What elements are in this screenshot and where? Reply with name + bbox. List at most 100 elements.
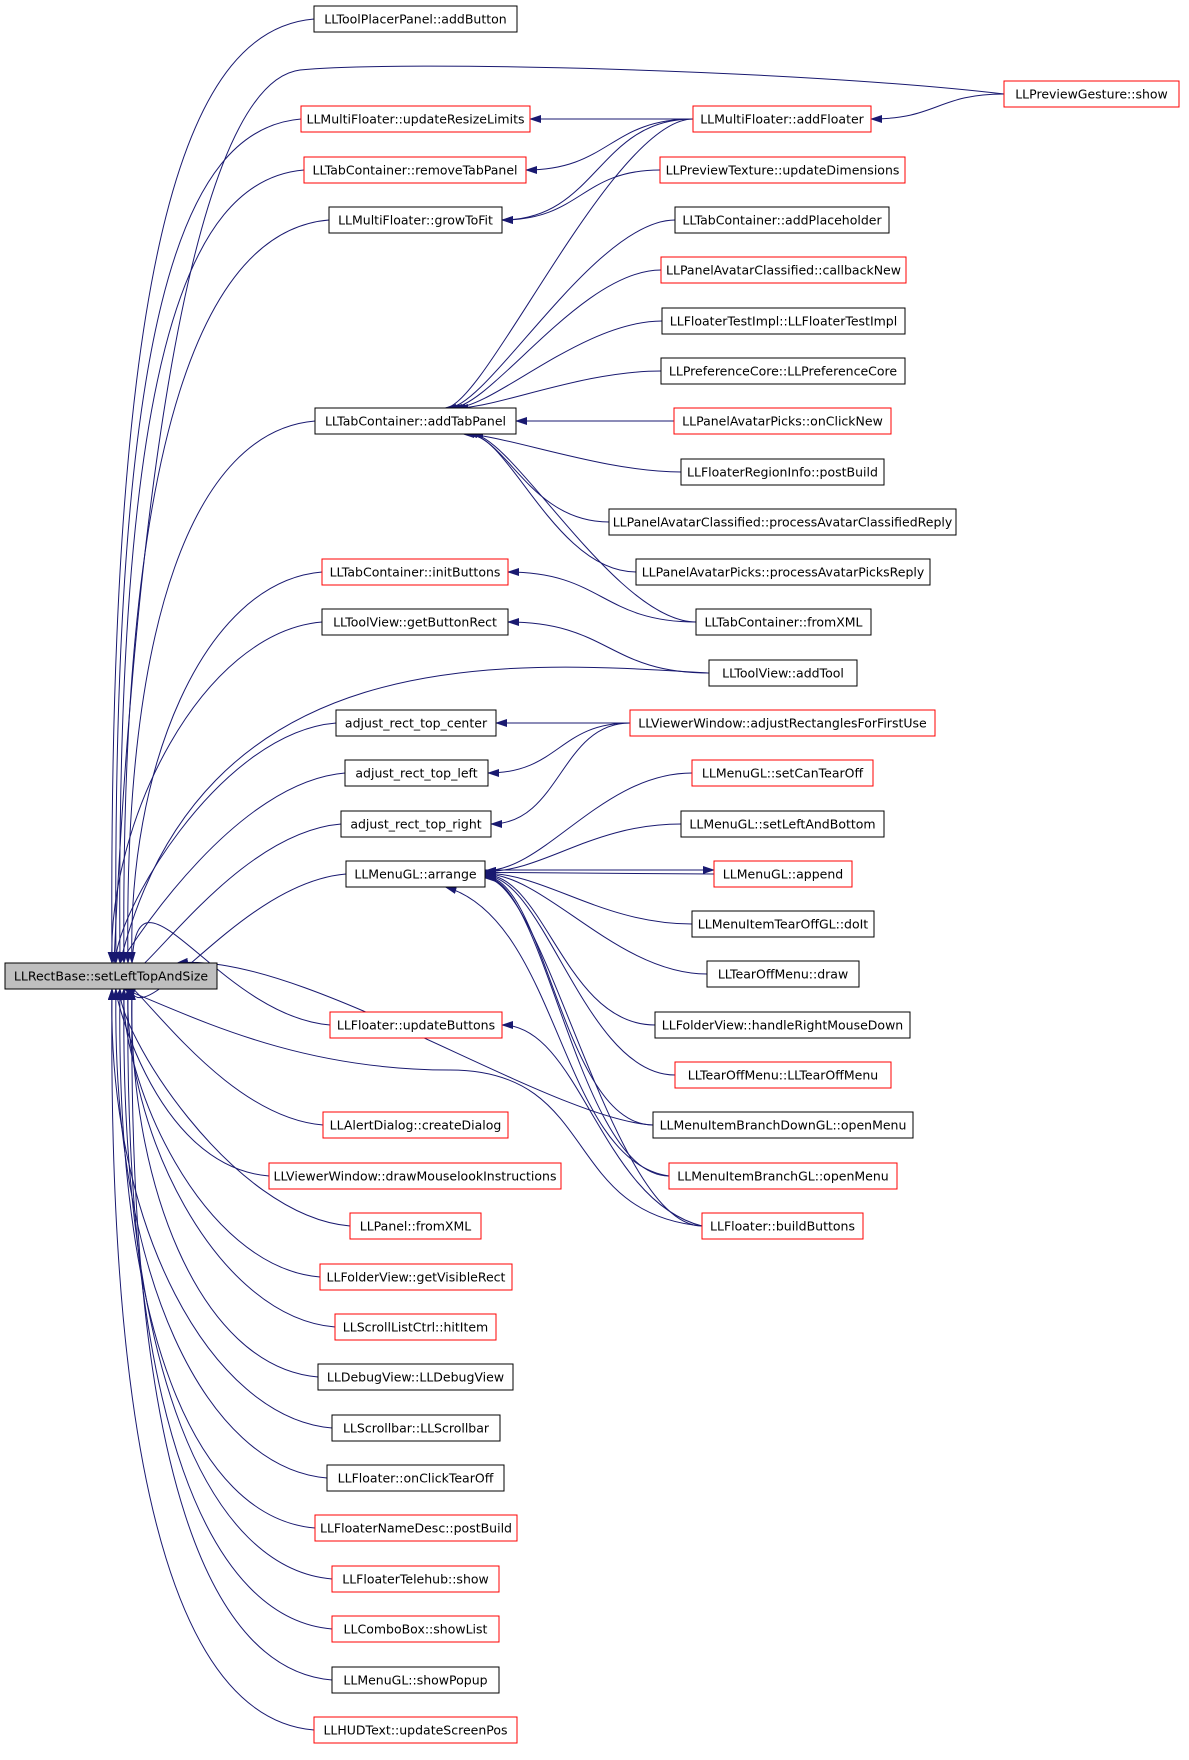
node-label: LLViewerWindow::drawMouselookInstruction… bbox=[273, 1169, 556, 1184]
node-box bbox=[706, 960, 860, 988]
node-tc-fromxml[interactable]: LLTabContainer::fromXML bbox=[695, 608, 872, 636]
edge-fv_getvisible-to-root bbox=[119, 988, 321, 1278]
node-panel-fromxml[interactable]: LLPanel::fromXML bbox=[349, 1212, 482, 1240]
node-tc-addtab[interactable]: LLTabContainer::addTabPanel bbox=[314, 407, 517, 435]
node-mf-growtofit[interactable]: LLMultiFloater::growToFit bbox=[328, 206, 503, 234]
node-menu-setleftbottom[interactable]: LLMenuGL::setLeftAndBottom bbox=[680, 810, 885, 838]
node-label: LLToolPlacerPanel::addButton bbox=[324, 12, 506, 27]
node-slc-hititem[interactable]: LLScrollListCtrl::hitItem bbox=[334, 1313, 497, 1341]
node-box bbox=[319, 1263, 513, 1291]
node-fl-buildbuttons[interactable]: LLFloater::buildButtons bbox=[701, 1212, 864, 1240]
node-mito-doit[interactable]: LLMenuItemTearOffGL::doIt bbox=[691, 910, 875, 938]
edge-tc_fromxml-to-tc_initbuttons bbox=[507, 568, 697, 623]
node-root[interactable]: LLRectBase::setLeftTopAndSize bbox=[4, 962, 218, 990]
node-label: LLPanelAvatarPicks::onClickNew bbox=[682, 414, 883, 429]
node-vw-drawmouselook[interactable]: LLViewerWindow::drawMouselookInstruction… bbox=[268, 1162, 562, 1190]
node-menu-append[interactable]: LLMenuGL::append bbox=[713, 860, 853, 888]
edge-dv_ctor-to-root bbox=[127, 988, 319, 1378]
node-tc-addplaceholder[interactable]: LLTabContainer::addPlaceholder bbox=[674, 206, 890, 234]
node-box bbox=[691, 759, 874, 787]
edge-adj_center-to-root bbox=[110, 722, 337, 964]
edge-pac_callbacknew-to-addtab bbox=[450, 269, 662, 412]
node-fti-ctor[interactable]: LLFloaterTestImpl::LLFloaterTestImpl bbox=[661, 307, 906, 335]
node-pg-show[interactable]: LLPreviewGesture::show bbox=[1003, 80, 1180, 108]
node-box bbox=[303, 156, 527, 184]
node-pt-updatedim[interactable]: LLPreviewTexture::updateDimensions bbox=[659, 156, 906, 184]
node-menu-showpopup[interactable]: LLMenuGL::showPopup bbox=[331, 1666, 500, 1694]
node-tc-initbuttons[interactable]: LLTabContainer::initButtons bbox=[321, 558, 509, 586]
node-sb-ctor[interactable]: LLScrollbar::LLScrollbar bbox=[331, 1414, 501, 1442]
node-box bbox=[660, 256, 907, 284]
node-cb-showlist[interactable]: LLComboBox::showList bbox=[331, 1615, 500, 1643]
node-box bbox=[674, 206, 890, 234]
node-pap-onclicknew[interactable]: LLPanelAvatarPicks::onClickNew bbox=[673, 407, 892, 435]
node-box bbox=[660, 357, 906, 385]
edge-tc_addplaceholder-to-addtab bbox=[447, 219, 676, 412]
node-toolplacer-addbutton[interactable]: LLToolPlacerPanel::addButton bbox=[313, 5, 518, 33]
edge-fth_show-to-root bbox=[119, 988, 333, 1580]
node-pc-ctor[interactable]: LLPreferenceCore::LLPreferenceCore bbox=[660, 357, 906, 385]
node-menu-setcantearoff[interactable]: LLMenuGL::setCanTearOff bbox=[691, 759, 874, 787]
node-adj-right[interactable]: adjust_rect_top_right bbox=[340, 810, 492, 838]
node-mf-updateresize[interactable]: LLMultiFloater::updateResizeLimits bbox=[300, 105, 531, 133]
node-mib-openmenu[interactable]: LLMenuItemBranchGL::openMenu bbox=[668, 1162, 898, 1190]
node-box bbox=[713, 860, 853, 888]
node-label: LLMenuGL::showPopup bbox=[343, 1673, 487, 1688]
node-box bbox=[329, 1011, 503, 1039]
node-tc-removetab[interactable]: LLTabContainer::removeTabPanel bbox=[303, 156, 527, 184]
node-box bbox=[314, 1514, 518, 1542]
node-label: adjust_rect_top_left bbox=[355, 766, 477, 781]
node-fv-getvisible[interactable]: LLFolderView::getVisibleRect bbox=[319, 1263, 513, 1291]
edge-adj_right-to-root bbox=[119, 823, 342, 976]
node-menu-arrange[interactable]: LLMenuGL::arrange bbox=[345, 860, 486, 888]
node-tv-getbuttonrect[interactable]: LLToolView::getButtonRect bbox=[321, 608, 509, 636]
node-label: LLPreviewGesture::show bbox=[1015, 87, 1168, 102]
node-fri-postbuild[interactable]: LLFloaterRegionInfo::postBuild bbox=[680, 458, 885, 486]
node-alert-create[interactable]: LLAlertDialog::createDialog bbox=[322, 1111, 509, 1139]
node-label: LLRectBase::setLeftTopAndSize bbox=[14, 969, 208, 984]
node-tom-draw[interactable]: LLTearOffMenu::draw bbox=[706, 960, 860, 988]
edge-tc_addtab-to-root bbox=[123, 420, 316, 964]
node-fv-rightmouse[interactable]: LLFolderView::handleRightMouseDown bbox=[654, 1011, 911, 1039]
edge-tv_addtool-to-tv_getbuttonrect bbox=[507, 618, 710, 674]
node-label: LLFloaterTelehub::show bbox=[342, 1572, 489, 1587]
node-label: LLFloater::buildButtons bbox=[710, 1219, 855, 1234]
node-box bbox=[652, 1111, 914, 1139]
edge-tc_fromxml-to-addtab bbox=[471, 430, 697, 623]
node-vw-adjustrects[interactable]: LLViewerWindow::adjustRectanglesForFirst… bbox=[629, 709, 936, 737]
node-pac-callbacknew[interactable]: LLPanelAvatarClassified::callbackNew bbox=[660, 256, 907, 284]
edge-pg_show-to-mf_addfloater bbox=[870, 93, 1005, 123]
node-dv-ctor[interactable]: LLDebugView::LLDebugView bbox=[317, 1363, 514, 1391]
node-adj-center[interactable]: adjust_rect_top_center bbox=[335, 709, 497, 737]
node-fth-show[interactable]: LLFloaterTelehub::show bbox=[331, 1565, 500, 1593]
edge-fl_onclicktearoff-to-root bbox=[111, 988, 328, 1479]
node-hud-update[interactable]: LLHUDText::updateScreenPos bbox=[313, 1716, 518, 1744]
node-label: LLMenuItemBranchGL::openMenu bbox=[677, 1169, 888, 1184]
node-label: LLTabContainer::addTabPanel bbox=[325, 414, 506, 429]
node-pac-process[interactable]: LLPanelAvatarClassified::processAvatarCl… bbox=[608, 508, 957, 536]
node-label: LLMultiFloater::growToFit bbox=[338, 213, 493, 228]
node-box bbox=[335, 709, 497, 737]
node-box bbox=[654, 1011, 911, 1039]
node-fnd-postbuild[interactable]: LLFloaterNameDesc::postBuild bbox=[314, 1514, 518, 1542]
node-box bbox=[608, 508, 957, 536]
node-label: LLFloater::onClickTearOff bbox=[338, 1471, 494, 1486]
node-mibd-openmenu[interactable]: LLMenuItemBranchDownGL::openMenu bbox=[652, 1111, 914, 1139]
node-box bbox=[695, 608, 872, 636]
node-mf-addfloater[interactable]: LLMultiFloater::addFloater bbox=[692, 105, 872, 133]
node-box bbox=[321, 558, 509, 586]
node-box bbox=[331, 1565, 500, 1593]
node-box bbox=[317, 1363, 514, 1391]
node-pap-process[interactable]: LLPanelAvatarPicks::processAvatarPicksRe… bbox=[635, 558, 931, 586]
node-fl-onclicktearoff[interactable]: LLFloater::onClickTearOff bbox=[326, 1464, 505, 1492]
node-fl-updatebuttons[interactable]: LLFloater::updateButtons bbox=[329, 1011, 503, 1039]
node-label: LLMenuItemTearOffGL::doIt bbox=[698, 917, 868, 932]
node-box bbox=[629, 709, 936, 737]
node-adj-left[interactable]: adjust_rect_top_left bbox=[344, 759, 489, 787]
edge-pg_show-to-root bbox=[110, 65, 1005, 964]
node-tom-ctor[interactable]: LLTearOffMenu::LLTearOffMenu bbox=[674, 1061, 892, 1089]
node-label: LLFloaterRegionInfo::postBuild bbox=[687, 465, 878, 480]
edge-tom_ctor-to-arrange bbox=[484, 871, 676, 1076]
edge-cb_showlist-to-root bbox=[123, 988, 333, 1630]
node-tv-addtool[interactable]: LLToolView::addTool bbox=[708, 659, 858, 687]
